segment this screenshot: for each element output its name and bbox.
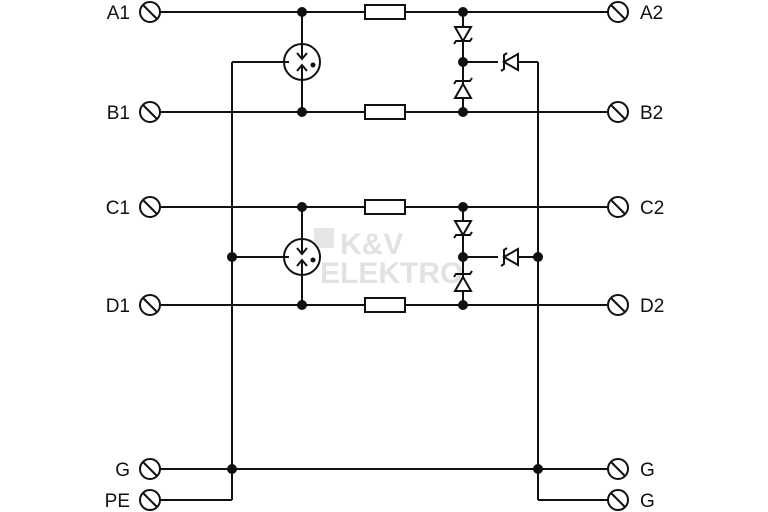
- terminal-c2-icon: [607, 196, 629, 218]
- label-d2: D2: [640, 296, 664, 317]
- terminal-g-left-icon: [139, 458, 161, 480]
- terminal-c1-icon: [139, 196, 161, 218]
- terminals-left: [139, 1, 161, 511]
- resistor-d: [364, 297, 406, 313]
- resistor-a: [364, 4, 406, 20]
- signal-lines: [160, 11, 608, 306]
- junction-dots: [227, 7, 543, 474]
- terminal-b1-icon: [139, 101, 161, 123]
- label-b1: B1: [107, 103, 130, 124]
- watermark: K&V ELEKTRO: [314, 228, 463, 290]
- terminal-a2-icon: [607, 1, 629, 23]
- label-c2: C2: [640, 198, 664, 219]
- terminal-pe-icon: [139, 489, 161, 511]
- label-a2: A2: [640, 3, 663, 24]
- label-c1: C1: [106, 198, 130, 219]
- watermark-line2: ELEKTRO: [320, 257, 463, 290]
- label-d1: D1: [106, 296, 130, 317]
- ground-bus: [160, 61, 608, 501]
- label-g-right-top: G: [640, 460, 655, 481]
- terminal-a1-icon: [139, 1, 161, 23]
- terminal-g-right-top-icon: [607, 458, 629, 480]
- terminals-right: [607, 1, 629, 511]
- tvs-diodes-ab: [453, 12, 519, 112]
- terminal-labels: A1 B1 C1 D1 G PE A2 B2 C2 D2 G G: [105, 3, 665, 512]
- watermark-line1: K&V: [340, 228, 403, 261]
- terminal-g-right-bottom-icon: [607, 489, 629, 511]
- label-g-left: G: [115, 460, 130, 481]
- resistor-b: [364, 104, 406, 120]
- gas-discharge-tube-cd: [283, 207, 321, 305]
- terminal-d1-icon: [139, 294, 161, 316]
- series-resistors: [364, 4, 406, 313]
- terminal-b2-icon: [607, 101, 629, 123]
- gas-discharge-tube-ab: [283, 12, 321, 112]
- terminal-d2-icon: [607, 294, 629, 316]
- label-pe: PE: [105, 491, 130, 512]
- label-g-right-bottom: G: [640, 491, 655, 512]
- resistor-c: [364, 199, 406, 215]
- label-b2: B2: [640, 103, 663, 124]
- label-a1: A1: [107, 3, 130, 24]
